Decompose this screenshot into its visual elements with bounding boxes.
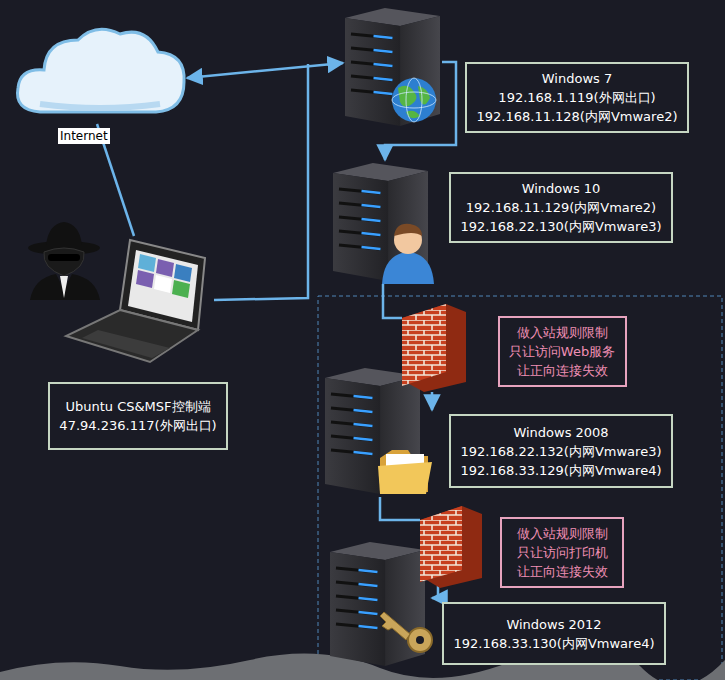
node-text: 做入站规则限制 — [517, 524, 608, 543]
node-text: 192.168.11.128(内网Vmware2) — [476, 107, 677, 126]
node-text: 只让访问Web服务 — [509, 342, 615, 361]
node-text: 让正向连接失效 — [517, 361, 608, 380]
node-text: 192.168.33.130(内网Vmware4) — [453, 634, 654, 653]
info-box: Windows 7192.168.1.119(外网出口)192.168.11.1… — [465, 62, 689, 133]
info-box: Windows 10192.168.11.129(内网Vmare2)192.16… — [449, 172, 673, 243]
node-title: Windows 2008 — [513, 423, 608, 442]
folder-icon — [378, 450, 432, 494]
node-text: 让正向连接失效 — [517, 562, 608, 581]
node-text: 192.168.33.129(内网Vmware4) — [460, 461, 661, 480]
info-box: Ubuntu CS&MSF控制端47.94.236.117(外网出口) — [48, 382, 228, 450]
network-zone — [318, 296, 722, 680]
node-title: Ubuntu CS&MSF控制端 — [65, 397, 210, 416]
globe-icon — [392, 78, 436, 122]
node-text: 只让访问打印机 — [517, 543, 608, 562]
cloud — [17, 29, 184, 112]
node-text: 做入站规则限制 — [517, 323, 608, 342]
note-box: 做入站规则限制只让访问打印机让正向连接失效 — [500, 517, 624, 588]
user-icon — [382, 224, 434, 284]
hacker-figure — [28, 222, 100, 300]
server-tower — [345, 8, 440, 126]
node-text: 47.94.236.117(外网出口) — [59, 416, 216, 435]
note-box: 做入站规则限制只让访问Web服务让正向连接失效 — [498, 316, 627, 387]
node-text: 192.168.22.132(内网Vmware3) — [460, 442, 661, 461]
cloud-node: Internet — [18, 20, 188, 148]
node-title: Windows 10 — [522, 179, 601, 198]
node-text: 192.168.1.119(外网出口) — [498, 88, 655, 107]
node-text: Internet — [58, 128, 110, 144]
node-text: 192.168.11.129(内网Vmare2) — [466, 198, 656, 217]
info-box: Windows 2012192.168.33.130(内网Vmware4) — [442, 602, 666, 665]
node-title: Windows 2012 — [506, 615, 601, 634]
key-icon — [380, 612, 432, 652]
laptop — [66, 240, 205, 362]
node-title: Windows 7 — [542, 69, 612, 88]
info-box: Windows 2008192.168.22.132(内网Vmware3)192… — [449, 414, 673, 488]
node-text: 192.168.22.130(内网Vmware3) — [460, 217, 661, 236]
